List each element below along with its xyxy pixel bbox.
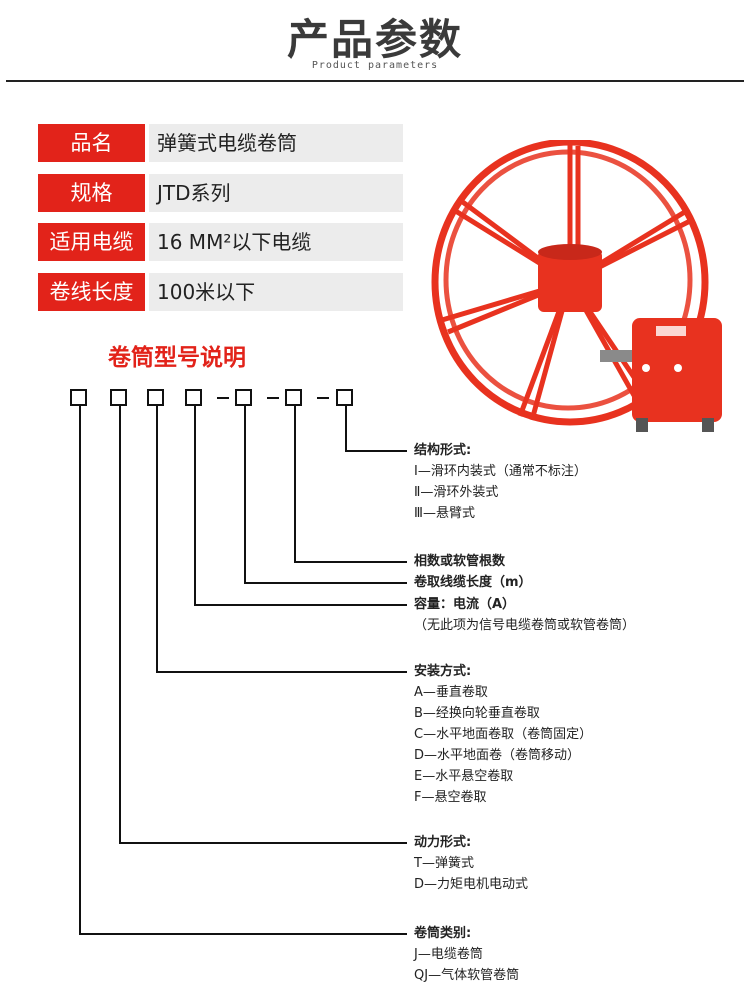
annotation-length: 卷取线缆长度（m） <box>414 572 532 593</box>
annotation-heading: 动力形式: <box>414 835 472 850</box>
spring-box-bolt <box>674 364 682 372</box>
connector-line <box>294 561 407 563</box>
connector-line <box>194 406 196 605</box>
annotation-heading: 安装方式: <box>414 664 472 679</box>
code-box-length <box>235 389 252 406</box>
spring-box-label <box>656 326 686 336</box>
spring-box-foot <box>702 418 714 432</box>
code-box-install <box>147 389 164 406</box>
connector-line <box>156 406 158 672</box>
spring-box-foot <box>636 418 648 432</box>
annotation-item: QJ—气体软管卷筒 <box>414 968 520 983</box>
annotation-item: C—水平地面卷取（卷筒固定） <box>414 727 593 742</box>
annotation-item: （无此项为信号电缆卷筒或软管卷筒） <box>414 618 636 633</box>
annotation-item: Ⅰ—滑环内装式（通常不标注） <box>414 464 587 479</box>
connector-line <box>294 406 296 562</box>
connector-line <box>79 406 81 934</box>
code-dash <box>267 397 279 399</box>
annotation-heading: 容量：电流（A） <box>414 597 516 612</box>
code-box-capacity <box>185 389 202 406</box>
code-box-phase <box>285 389 302 406</box>
annotation-category: 卷筒类别: J—电缆卷筒 QJ—气体软管卷筒 <box>414 923 519 986</box>
annotation-heading: 结构形式: <box>414 443 472 458</box>
annotation-heading: 卷取线缆长度（m） <box>414 575 532 590</box>
param-row-cable: 适用电缆 16 MM²以下电缆 <box>38 223 403 261</box>
connector-line <box>119 406 121 843</box>
code-box-structure <box>336 389 353 406</box>
annotation-install: 安装方式: A—垂直卷取 B—经换向轮垂直卷取 C—水平地面卷取（卷筒固定） D… <box>414 661 592 808</box>
param-value: 100米以下 <box>149 273 403 311</box>
param-label: 品名 <box>38 124 145 162</box>
connector-line <box>156 671 407 673</box>
reel-hub <box>538 250 602 312</box>
annotation-item: J—电缆卷筒 <box>414 947 483 962</box>
connector-line <box>345 406 347 451</box>
connector-line <box>345 450 407 452</box>
param-row-name: 品名 弹簧式电缆卷筒 <box>38 124 403 162</box>
param-value: 弹簧式电缆卷筒 <box>149 124 403 162</box>
reel-front-rim <box>431 140 709 426</box>
spring-box-bolt <box>642 364 650 372</box>
annotation-heading: 相数或软管根数 <box>414 554 506 569</box>
reel-shaft <box>600 350 636 362</box>
param-label: 适用电缆 <box>38 223 145 261</box>
param-label: 卷线长度 <box>38 273 145 311</box>
code-dash <box>217 397 229 399</box>
annotation-item: T—弹簧式 <box>414 856 474 871</box>
annotation-item: F—悬空卷取 <box>414 790 487 805</box>
annotation-item: Ⅲ—悬臂式 <box>414 506 475 521</box>
connector-line <box>79 933 407 935</box>
param-label: 规格 <box>38 174 145 212</box>
connector-line <box>244 406 246 583</box>
param-value: 16 MM²以下电缆 <box>149 223 403 261</box>
param-value: JTD系列 <box>149 174 403 212</box>
connector-line <box>194 604 407 606</box>
annotation-heading: 卷筒类别: <box>414 926 472 941</box>
annotation-item: A—垂直卷取 <box>414 685 488 700</box>
annotation-item: B—经换向轮垂直卷取 <box>414 706 540 721</box>
title-divider <box>6 80 744 82</box>
code-dash <box>317 397 329 399</box>
annotation-item: D—水平地面卷（卷筒移动） <box>414 748 581 763</box>
reel-hub-face <box>538 244 602 260</box>
annotation-capacity: 容量：电流（A） （无此项为信号电缆卷筒或软管卷筒） <box>414 594 635 636</box>
code-box-power <box>110 389 127 406</box>
annotation-structure: 结构形式: Ⅰ—滑环内装式（通常不标注） Ⅱ—滑环外装式 Ⅲ—悬臂式 <box>414 440 587 524</box>
annotation-item: D—力矩电机电动式 <box>414 877 529 892</box>
model-heading: 卷筒型号说明 <box>108 345 246 371</box>
annotation-item: Ⅱ—滑环外装式 <box>414 485 499 500</box>
param-row-length: 卷线长度 100米以下 <box>38 273 403 311</box>
connector-line <box>244 582 407 584</box>
annotation-item: E—水平悬空卷取 <box>414 769 514 784</box>
annotation-power: 动力形式: T—弹簧式 D—力矩电机电动式 <box>414 832 528 895</box>
connector-line <box>119 842 407 844</box>
param-row-spec: 规格 JTD系列 <box>38 174 403 212</box>
annotation-phase: 相数或软管根数 <box>414 551 505 572</box>
page-title: 产品参数 <box>286 15 463 64</box>
page-subtitle: Product parameters <box>311 60 439 71</box>
cable-reel-image <box>431 140 722 432</box>
code-box-category <box>70 389 87 406</box>
